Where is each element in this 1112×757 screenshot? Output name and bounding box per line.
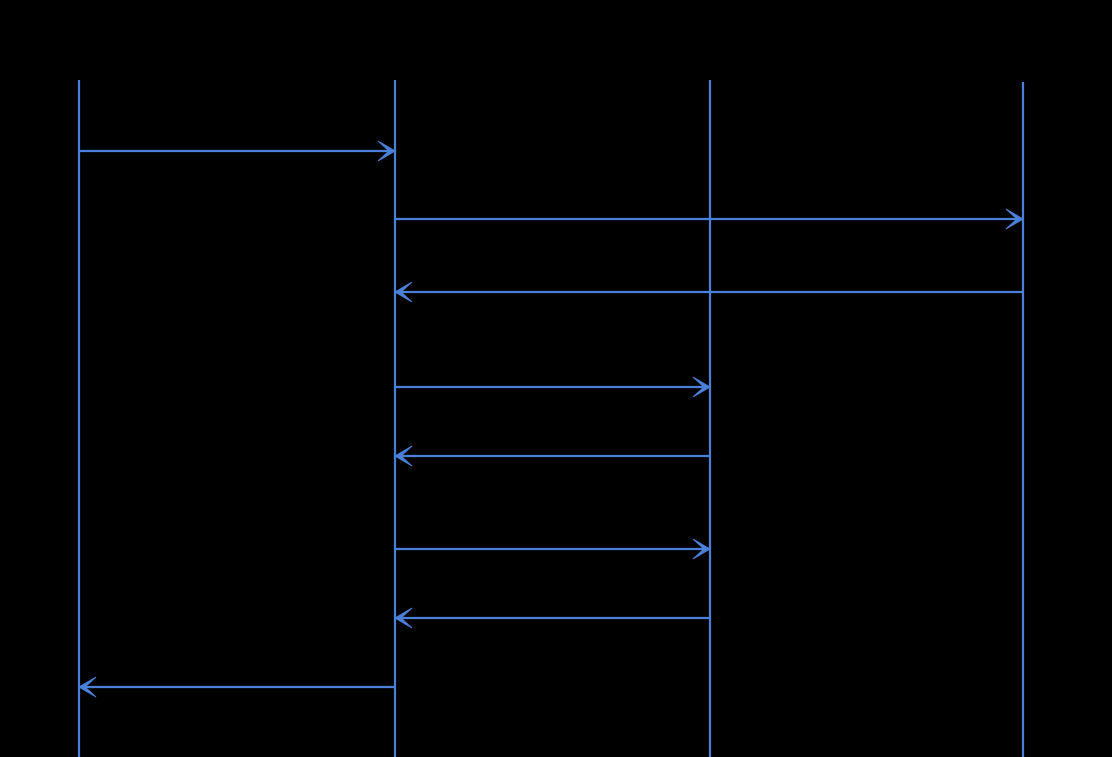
message-6[interactable]	[395, 538, 711, 560]
arrowhead-right	[1005, 208, 1024, 230]
arrowhead-left	[78, 676, 97, 698]
message-4[interactable]	[395, 376, 711, 398]
message-5[interactable]	[394, 445, 710, 467]
message-7[interactable]	[394, 607, 710, 629]
arrowhead-left	[394, 445, 413, 467]
arrowhead-left	[394, 281, 413, 303]
arrowhead-left	[394, 607, 413, 629]
message-3[interactable]	[394, 281, 1023, 303]
arrowhead-right	[692, 376, 711, 398]
message-1[interactable]	[79, 140, 396, 162]
arrowhead-right	[377, 140, 396, 162]
arrowhead-right	[692, 538, 711, 560]
message-2[interactable]	[395, 208, 1024, 230]
lifelines-group	[77, 80, 1025, 757]
messages-group	[78, 140, 1024, 698]
message-8[interactable]	[78, 676, 395, 698]
